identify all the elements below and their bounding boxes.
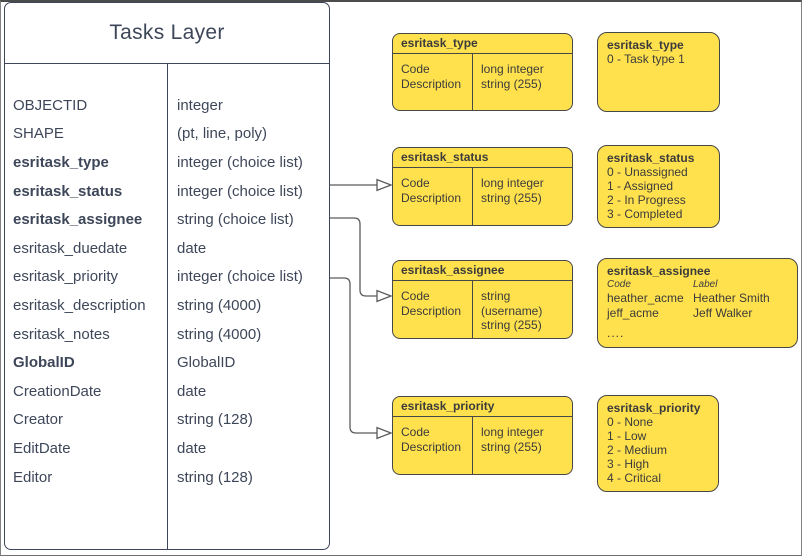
field-name: Creator bbox=[13, 411, 64, 429]
field-type: string (4000) bbox=[177, 296, 262, 314]
field-name: esritask_assignee bbox=[13, 211, 143, 229]
arrowhead-status bbox=[376, 178, 393, 192]
tasks-layer-fields: OBJECTID integer SHAPE (pt, line, poly) … bbox=[5, 64, 329, 491]
field-name: SHAPE bbox=[13, 125, 64, 143]
domain-field-types: long integer string (255) bbox=[481, 425, 544, 454]
value-item: 1 - Low bbox=[607, 429, 647, 443]
value-list-esritask-type: esritask_type 0 - Task type 1 bbox=[597, 32, 720, 112]
table-row: OBJECTID integer bbox=[5, 91, 329, 120]
value-list-title: esritask_assignee bbox=[607, 264, 711, 278]
field-name: OBJECTID bbox=[13, 96, 88, 114]
field-type: string (4000) bbox=[177, 325, 262, 343]
value-list-column-headers: Code Label bbox=[607, 278, 788, 291]
value-list-ellipsis: .... bbox=[607, 326, 625, 340]
domain-table-esritask-status: esritask_status Code Description long in… bbox=[392, 147, 573, 226]
field-name: EditDate bbox=[13, 439, 71, 457]
table-row: GlobalID GlobalID bbox=[5, 348, 329, 377]
value-list-items: 0 - Task type 1 bbox=[607, 52, 710, 66]
field-name: esritask_duedate bbox=[13, 239, 128, 257]
value-item: 0 - Unassigned bbox=[607, 165, 688, 179]
field-type: (pt, line, poly) bbox=[177, 125, 268, 143]
arrowhead-priority bbox=[376, 426, 393, 440]
column-header-label: Label bbox=[693, 279, 718, 290]
field-name: GlobalID bbox=[13, 354, 75, 372]
value-list-title: esritask_type bbox=[607, 38, 684, 52]
table-row: Creator string (128) bbox=[5, 406, 329, 435]
field-type: integer (choice list) bbox=[177, 182, 303, 200]
column-divider bbox=[167, 63, 169, 549]
table-row: Editor string (128) bbox=[5, 463, 329, 492]
field-type: string (128) bbox=[177, 468, 253, 486]
value-item: 2 - In Progress bbox=[607, 193, 686, 207]
table-row: esritask_priority integer (choice list) bbox=[5, 263, 329, 292]
domain-table-esritask-assignee: esritask_assignee Code Description strin… bbox=[392, 260, 573, 339]
value-row: jeff_acme Jeff Walker bbox=[607, 306, 753, 320]
field-name: esritask_priority bbox=[13, 268, 119, 286]
field-name: esritask_status bbox=[13, 182, 123, 200]
field-name: esritask_description bbox=[13, 296, 146, 314]
table-row: esritask_duedate date bbox=[5, 234, 329, 263]
domain-table-title: esritask_assignee bbox=[393, 261, 572, 281]
domain-field-types: long integer string (255) bbox=[481, 176, 544, 205]
table-row: esritask_type integer (choice list) bbox=[5, 148, 329, 177]
domain-field-names: Code Description bbox=[393, 417, 473, 474]
field-name: CreationDate bbox=[13, 382, 102, 400]
domain-field-names: Code Description bbox=[393, 281, 473, 338]
table-row: esritask_notes string (4000) bbox=[5, 320, 329, 349]
field-type: date bbox=[177, 382, 207, 400]
field-type: string (choice list) bbox=[177, 211, 294, 229]
field-type: integer bbox=[177, 96, 223, 114]
field-name: esritask_type bbox=[13, 153, 109, 171]
field-type: GlobalID bbox=[177, 354, 236, 372]
tasks-layer-table: Tasks Layer OBJECTID integer SHAPE (pt, … bbox=[4, 2, 330, 550]
field-type: integer (choice list) bbox=[177, 268, 303, 286]
field-type: string (128) bbox=[177, 411, 253, 429]
table-row: esritask_status integer (choice list) bbox=[5, 177, 329, 206]
domain-table-esritask-type: esritask_type Code Description long inte… bbox=[392, 33, 573, 111]
value-item: 2 - Medium bbox=[607, 443, 668, 457]
table-row: SHAPE (pt, line, poly) bbox=[5, 120, 329, 149]
value-item: 3 - High bbox=[607, 457, 650, 471]
domain-field-names: Code Description bbox=[393, 168, 473, 225]
arrowhead-assignee bbox=[376, 289, 393, 303]
value-item: 1 - Assigned bbox=[607, 179, 674, 193]
domain-table-esritask-priority: esritask_priority Code Description long … bbox=[392, 396, 573, 475]
table-row: EditDate date bbox=[5, 434, 329, 463]
field-type: integer (choice list) bbox=[177, 153, 303, 171]
connector-priority bbox=[330, 277, 377, 434]
table-row: CreationDate date bbox=[5, 377, 329, 406]
field-type: date bbox=[177, 439, 207, 457]
tasks-layer-title: Tasks Layer bbox=[109, 21, 225, 44]
value-list-esritask-assignee: esritask_assignee Code Label heather_acm… bbox=[597, 258, 798, 348]
field-name: Editor bbox=[13, 468, 53, 486]
column-header-code: Code bbox=[607, 279, 631, 290]
domain-table-title: esritask_status bbox=[393, 148, 572, 168]
field-type: date bbox=[177, 239, 207, 257]
value-item: 0 - Task type 1 bbox=[607, 52, 685, 66]
value-list-title: esritask_priority bbox=[607, 401, 701, 415]
tasks-layer-header: Tasks Layer bbox=[5, 3, 329, 64]
field-name: esritask_notes bbox=[13, 325, 110, 343]
value-item: 0 - None bbox=[607, 415, 654, 429]
value-list-title: esritask_status bbox=[607, 151, 695, 165]
value-item: 3 - Completed bbox=[607, 207, 683, 221]
domain-field-names: Code Description bbox=[393, 54, 473, 110]
value-item: 4 - Critical bbox=[607, 471, 662, 485]
connector-assignee bbox=[330, 217, 377, 297]
domain-field-types: long integer string (255) bbox=[481, 62, 544, 91]
value-row: heather_acme Heather Smith bbox=[607, 291, 770, 305]
domain-table-title: esritask_priority bbox=[393, 397, 572, 417]
table-row: esritask_description string (4000) bbox=[5, 291, 329, 320]
table-row: esritask_assignee string (choice list) bbox=[5, 205, 329, 234]
domain-field-types: string (username) string (255) bbox=[481, 289, 543, 332]
domain-table-title: esritask_type bbox=[393, 34, 572, 54]
